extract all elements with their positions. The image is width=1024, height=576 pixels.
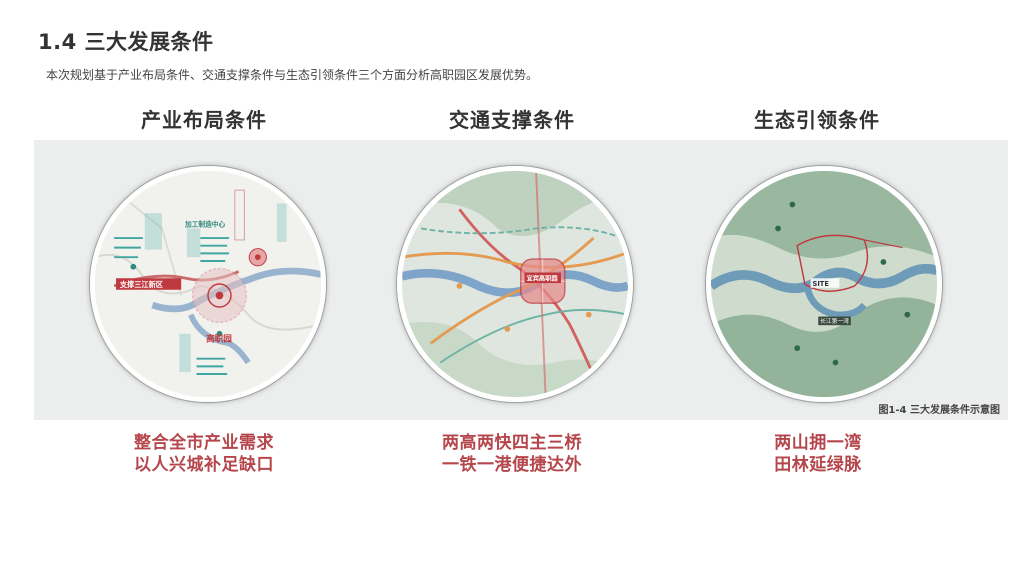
industry-summary-line2: 以人兴城补足缺口 bbox=[134, 455, 274, 475]
center-label: 高职园 bbox=[206, 332, 232, 344]
page-title: 1.4 三大发展条件 bbox=[38, 30, 214, 54]
page-subtitle: 本次规划基于产业布局条件、交通支撑条件与生态引领条件三个方面分析高职园区发展优势… bbox=[46, 68, 539, 82]
transport-summary: 两高两快四主三桥 一铁一港便捷达外 bbox=[382, 432, 642, 476]
ecology-map: SITE 长江第一湾 bbox=[706, 166, 942, 402]
figure-caption: 图1-4 三大发展条件示意图 bbox=[878, 405, 1000, 416]
river-label: 长江第一湾 bbox=[820, 317, 849, 325]
industry-summary-line1: 整合全市产业需求 bbox=[134, 433, 274, 453]
ecology-summary: 两山拥一湾 田林延绿脉 bbox=[703, 432, 933, 476]
industry-summary: 整合全市产业需求 以人兴城补足缺口 bbox=[74, 432, 334, 476]
transport-summary-line1: 两高两快四主三桥 bbox=[442, 433, 582, 453]
industry-map: 支撑三江新区 高职园 加工制造中心 bbox=[90, 166, 326, 402]
map-panel: 支撑三江新区 高职园 加工制造中心 宜宾高职园 bbox=[34, 140, 1008, 420]
mid-label: 加工制造中心 bbox=[184, 220, 225, 229]
industry-heading: 产业布局条件 bbox=[141, 108, 267, 132]
transport-heading: 交通支撑条件 bbox=[449, 108, 575, 132]
transport-center-label: 宜宾高职园 bbox=[526, 275, 557, 283]
transport-summary-line2: 一铁一港便捷达外 bbox=[442, 455, 582, 475]
support-label: 支撑三江新区 bbox=[119, 280, 163, 289]
ecology-summary-line2: 田林延绿脉 bbox=[774, 455, 862, 475]
transport-map: 宜宾高职园 bbox=[397, 166, 633, 402]
ecology-summary-line1: 两山拥一湾 bbox=[774, 433, 862, 453]
ecology-heading: 生态引领条件 bbox=[754, 108, 880, 132]
site-label: SITE bbox=[813, 280, 830, 288]
